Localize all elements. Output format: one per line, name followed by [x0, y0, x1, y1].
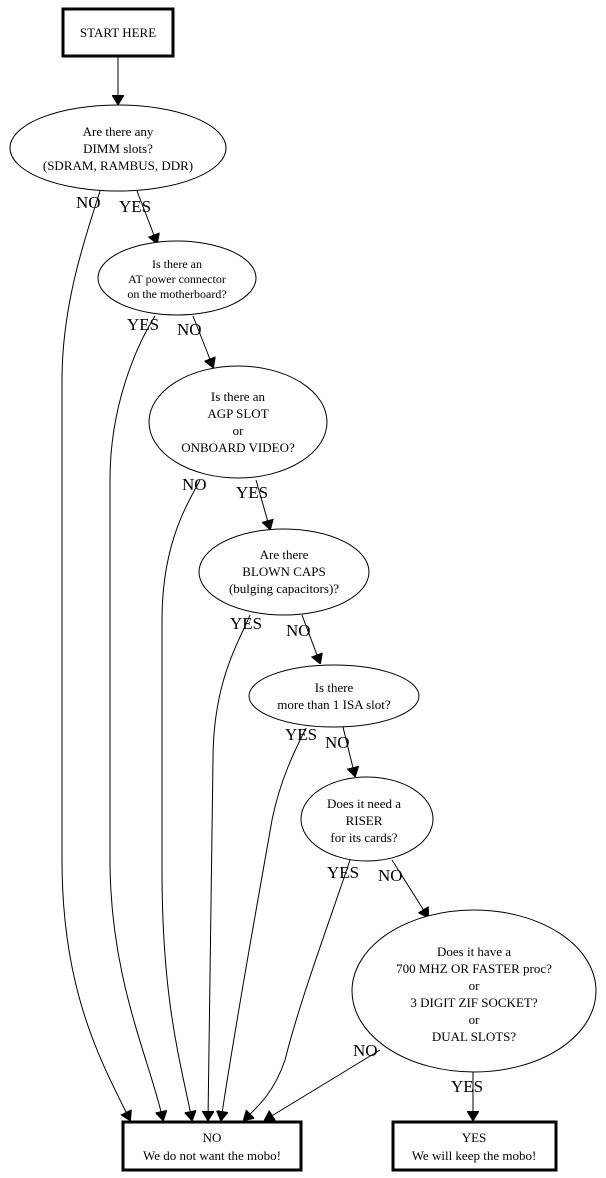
node-riser-line: Does it need a	[327, 796, 401, 811]
edge-isa-reject	[221, 727, 307, 1120]
node-isa-line: more than 1 ISA slot?	[277, 697, 391, 712]
edge-label-caps-no: NO	[286, 621, 311, 640]
edge-agp-caps	[255, 479, 270, 529]
node-proc-line: Does it have a	[437, 944, 511, 959]
node-proc-line: 3 DIGIT ZIF SOCKET?	[410, 995, 537, 1010]
edge-label-dimm-no: NO	[76, 193, 101, 212]
node-proc-line: 700 MHZ OR FASTER proc?	[396, 961, 552, 976]
edge-caps-isa	[301, 614, 320, 663]
node-agp-line: ONBOARD VIDEO?	[181, 440, 295, 455]
edge-proc-reject	[265, 1049, 381, 1120]
node-agp-line: Is there an	[211, 389, 266, 404]
node-isa: Is there more than 1 ISA slot?	[248, 664, 420, 728]
edge-label-agp-yes: YES	[236, 483, 268, 502]
node-reject: NO We do not want the mobo!	[121, 1120, 303, 1172]
node-keep-line: We will keep the mobo!	[412, 1148, 537, 1163]
node-caps: Are there BLOWN CAPS (bulging capacitors…	[198, 528, 370, 616]
node-at-power-line: on the motherboard?	[127, 287, 226, 301]
edge-at-power-agp	[192, 315, 213, 367]
edge-label-riser-no: NO	[378, 866, 403, 885]
node-isa-line: Is there	[315, 680, 354, 695]
node-dimm-line: (SDRAM, RAMBUS, DDR)	[43, 158, 193, 173]
node-riser-line: for its cards?	[330, 830, 397, 845]
edge-at-power-reject	[109, 315, 163, 1120]
node-reject-line: We do not want the mobo!	[143, 1148, 281, 1163]
edge-isa-riser	[342, 726, 355, 776]
node-reject-line: NO	[203, 1130, 222, 1145]
node-at-power-line: AT power connector	[128, 272, 226, 286]
edge-label-proc-yes: YES	[451, 1077, 483, 1096]
edge-dimm-reject	[61, 190, 130, 1120]
edge-label-isa-yes: YES	[285, 725, 317, 744]
edge-label-isa-no: NO	[325, 733, 350, 752]
edge-label-at-power-yes: YES	[127, 315, 159, 334]
edge-label-proc-no: NO	[353, 1041, 378, 1060]
edge-label-caps-yes: YES	[230, 614, 262, 633]
node-agp-line: AGP SLOT	[207, 406, 268, 421]
edge-caps-reject	[208, 614, 251, 1120]
node-proc-line: or	[469, 978, 481, 993]
node-dimm-line: DIMM slots?	[83, 141, 153, 156]
node-riser: Does it need a RISER for its cards?	[300, 776, 434, 862]
node-caps-line: Are there	[260, 547, 309, 562]
edge-riser-proc	[391, 859, 428, 917]
node-caps-line: BLOWN CAPS	[242, 564, 325, 579]
node-proc-line: DUAL SLOTS?	[432, 1029, 517, 1044]
node-dimm-line: Are there any	[83, 124, 154, 139]
edge-label-riser-yes: YES	[327, 863, 359, 882]
edge-dimm-at-power	[136, 190, 157, 243]
node-keep-line: YES	[462, 1130, 487, 1145]
node-riser-line: RISER	[346, 813, 383, 828]
node-dimm: Are there any DIMM slots? (SDRAM, RAMBUS…	[9, 104, 227, 192]
node-start: START HERE	[61, 7, 175, 58]
node-proc: Does it have a 700 MHZ OR FASTER proc? o…	[351, 909, 597, 1073]
node-keep: YES We will keep the mobo!	[391, 1120, 558, 1172]
node-at-power-line: Is there an	[152, 257, 202, 271]
node-caps-line: (bulging capacitors)?	[229, 581, 339, 596]
edge-label-at-power-no: NO	[177, 320, 202, 339]
node-agp: Is there an AGP SLOT or ONBOARD VIDEO?	[148, 365, 328, 479]
edge-label-dimm-yes: YES	[119, 197, 151, 216]
edge-riser-reject	[244, 859, 351, 1120]
node-agp-line: or	[233, 423, 245, 438]
node-start-line: START HERE	[80, 25, 156, 40]
node-proc-line: or	[469, 1012, 481, 1027]
edge-agp-reject	[161, 479, 201, 1120]
node-at-power: Is there an AT power connector on the mo…	[97, 240, 257, 316]
edge-label-agp-no: NO	[182, 475, 207, 494]
